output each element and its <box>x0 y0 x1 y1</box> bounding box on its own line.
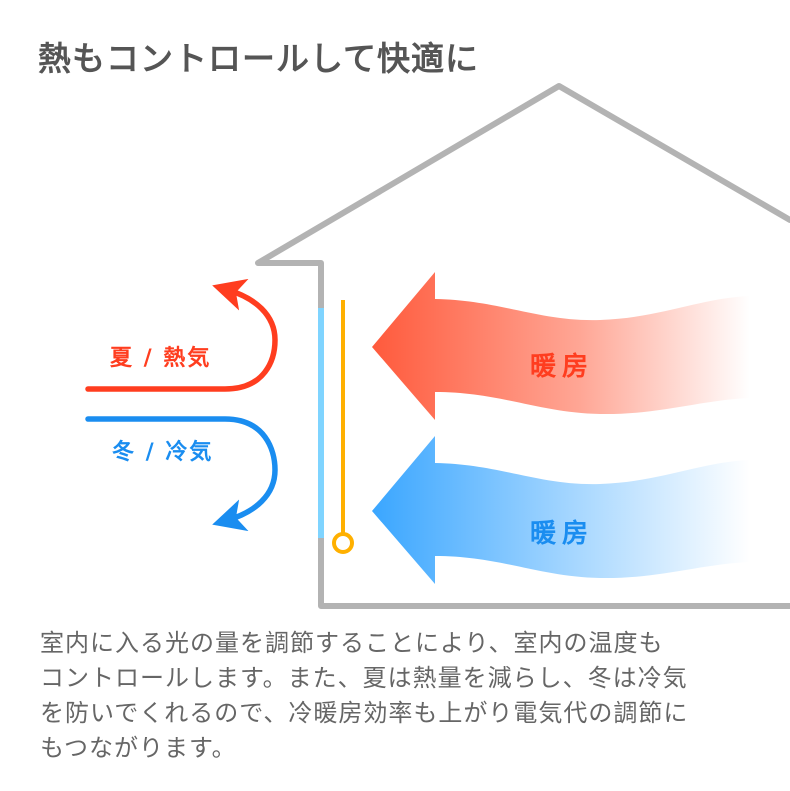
heating-arrow-red-icon <box>372 272 750 420</box>
heating-label-bottom: 暖房 <box>530 519 595 549</box>
description-text: 室内に入る光の量を調節することにより、室内の温度も コントロールします。また、夏… <box>40 626 770 766</box>
blind-rod-icon <box>332 300 354 554</box>
window-glass <box>318 308 324 538</box>
winter-cold-arrow-icon <box>85 416 278 532</box>
heating-arrow-blue-icon <box>372 436 750 584</box>
house-outline <box>255 83 790 609</box>
summer-heat-arrow-icon <box>85 278 278 392</box>
description-line: を防いでくれるので、冷暖房効率も上がり電気代の調節に <box>40 699 689 727</box>
page-title: 熱もコントロールして快適に <box>38 39 480 78</box>
description-line: コントロールします。また、夏は熱量を減らし、冬は冷気 <box>40 664 688 692</box>
winter-cold-label: 冬 / 冷気 <box>112 440 214 465</box>
heating-label-top: 暖房 <box>530 352 595 382</box>
description-line: 室内に入る光の量を調節することにより、室内の温度も <box>40 629 664 657</box>
summer-heat-label: 夏 / 熱気 <box>110 346 212 371</box>
description-line: もつながります。 <box>40 734 237 762</box>
